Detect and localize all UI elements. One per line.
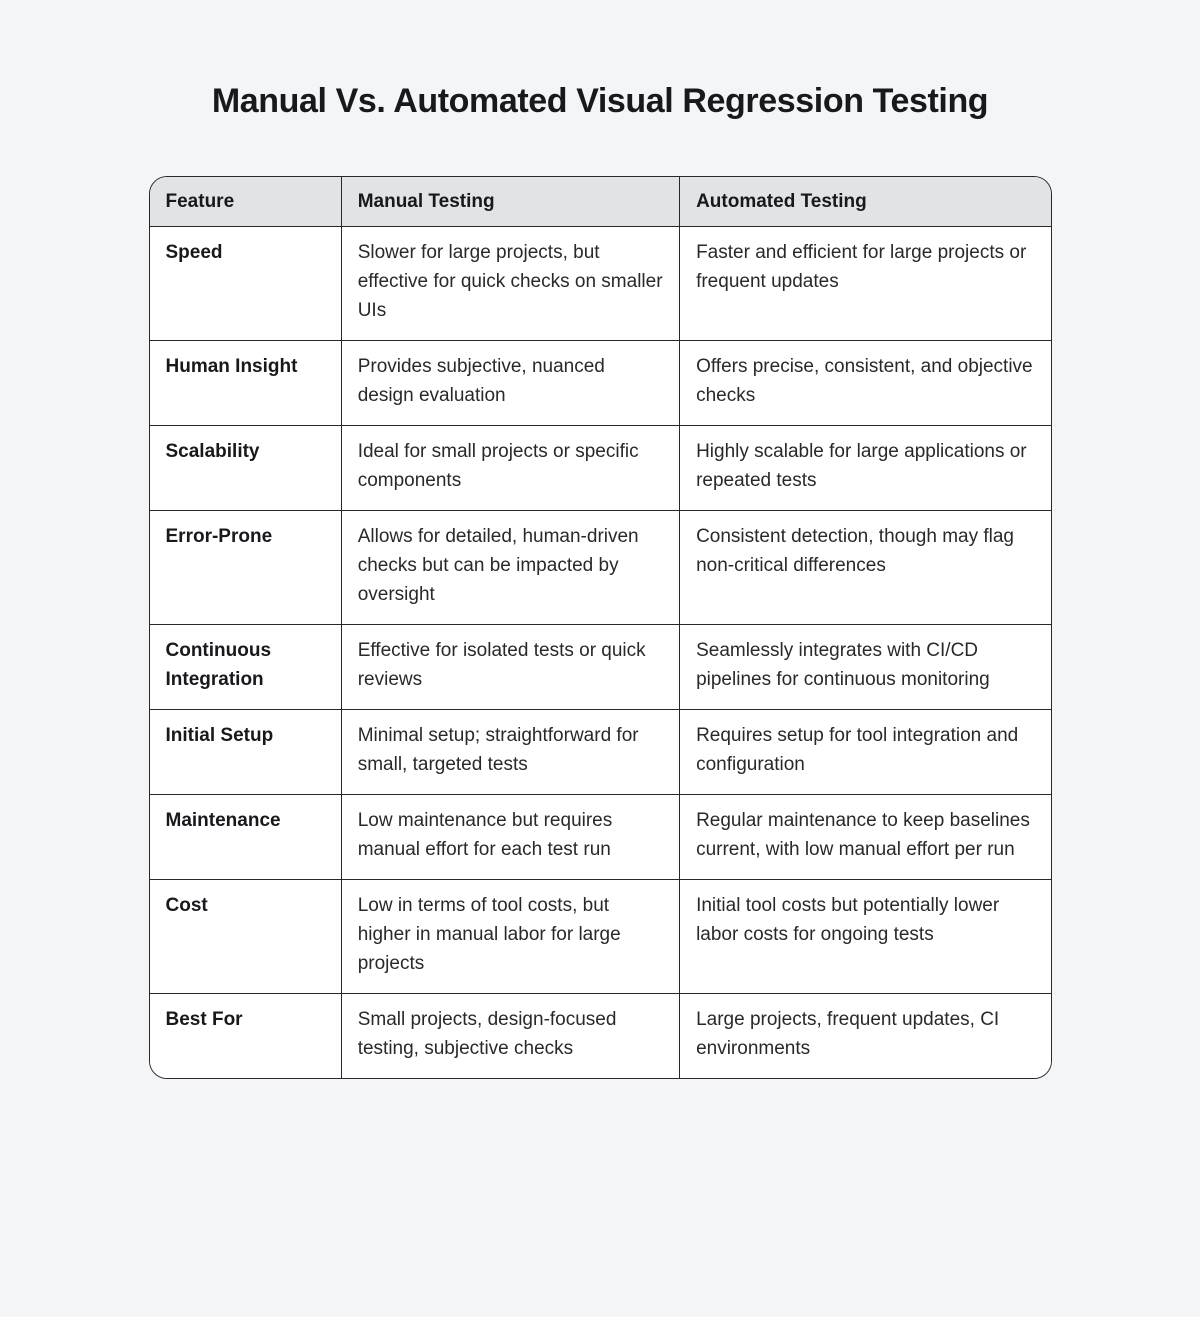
automated-cell: Seamlessly integrates with CI/CD pipelin… [680,625,1051,710]
table-row: Cost Low in terms of tool costs, but hig… [149,880,1051,994]
table-row: Speed Slower for large projects, but eff… [149,227,1051,341]
feature-cell: Human Insight [149,341,342,426]
automated-cell: Regular maintenance to keep baselines cu… [680,795,1051,880]
column-header-automated-testing: Automated Testing [680,177,1051,227]
table-row: Best For Small projects, design-focused … [149,994,1051,1078]
comparison-table-container: Feature Manual Testing Automated Testing… [148,176,1052,1079]
automated-cell: Faster and efficient for large projects … [680,227,1051,341]
feature-cell: Scalability [149,426,342,511]
column-header-feature: Feature [149,177,342,227]
table-row: Scalability Ideal for small projects or … [149,426,1051,511]
manual-cell: Low maintenance but requires manual effo… [341,795,681,880]
table-row: Initial Setup Minimal setup; straightfor… [149,710,1051,795]
automated-cell: Initial tool costs but potentially lower… [680,880,1051,994]
feature-cell: Maintenance [149,795,342,880]
table-body: Speed Slower for large projects, but eff… [149,227,1051,1078]
feature-cell: Initial Setup [149,710,342,795]
manual-cell: Effective for isolated tests or quick re… [341,625,681,710]
manual-cell: Low in terms of tool costs, but higher i… [341,880,681,994]
manual-cell: Small projects, design-focused testing, … [341,994,681,1078]
comparison-table: Feature Manual Testing Automated Testing… [149,177,1051,1078]
page-title: Manual Vs. Automated Visual Regression T… [211,82,989,120]
feature-cell: Continuous Integration [149,625,342,710]
automated-cell: Offers precise, consistent, and objectiv… [680,341,1051,426]
feature-cell: Best For [149,994,342,1078]
automated-cell: Consistent detection, though may flag no… [680,511,1051,625]
column-header-manual-testing: Manual Testing [341,177,681,227]
automated-cell: Requires setup for tool integration and … [680,710,1051,795]
automated-cell: Large projects, frequent updates, CI env… [680,994,1051,1078]
manual-cell: Allows for detailed, human-driven checks… [341,511,681,625]
manual-cell: Minimal setup; straightforward for small… [341,710,681,795]
table-header-row: Feature Manual Testing Automated Testing [149,177,1051,227]
manual-cell: Ideal for small projects or specific com… [341,426,681,511]
manual-cell: Slower for large projects, but effective… [341,227,681,341]
table-row: Continuous Integration Effective for iso… [149,625,1051,710]
table-row: Human Insight Provides subjective, nuanc… [149,341,1051,426]
table-row: Maintenance Low maintenance but requires… [149,795,1051,880]
feature-cell: Cost [149,880,342,994]
table-row: Error-Prone Allows for detailed, human-d… [149,511,1051,625]
feature-cell: Error-Prone [149,511,342,625]
manual-cell: Provides subjective, nuanced design eval… [341,341,681,426]
feature-cell: Speed [149,227,342,341]
automated-cell: Highly scalable for large applications o… [680,426,1051,511]
